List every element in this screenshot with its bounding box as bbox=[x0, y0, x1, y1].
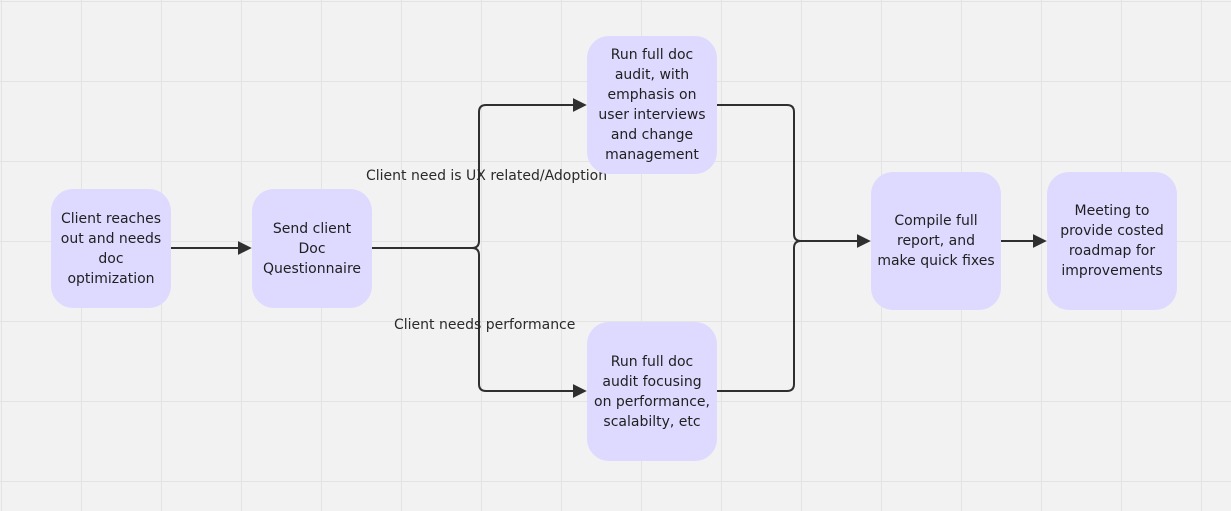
node-label: Run full doc audit, with emphasis on use… bbox=[598, 47, 706, 163]
connector-questionnaire-to-performance-audit bbox=[471, 247, 587, 398]
connector-performance-audit-to-report bbox=[717, 240, 802, 392]
edge-label-ux: Client need is UX related/Adoption bbox=[366, 168, 608, 184]
node-label: Client reaches out and needs doc optimiz… bbox=[60, 210, 162, 287]
node-ux-audit[interactable]: Run full doc audit, with emphasis on use… bbox=[587, 36, 717, 174]
node-client-reaches-out[interactable]: Client reaches out and needs doc optimiz… bbox=[51, 189, 171, 308]
node-send-questionnaire[interactable]: Send client Doc Questionnaire bbox=[252, 189, 372, 308]
node-label: Run full doc audit focusing on performan… bbox=[594, 353, 710, 430]
node-label: Meeting to provide costed roadmap for im… bbox=[1060, 203, 1164, 279]
node-compile-report[interactable]: Compile full report, and make quick fixe… bbox=[871, 172, 1001, 310]
node-roadmap-meeting[interactable]: Meeting to provide costed roadmap for im… bbox=[1047, 172, 1177, 310]
edge-label-performance: Client needs performance bbox=[394, 317, 576, 333]
node-performance-audit[interactable]: Run full doc audit focusing on performan… bbox=[587, 322, 717, 461]
node-label: Send client Doc Questionnaire bbox=[262, 220, 362, 277]
node-label: Compile full report, and make quick fixe… bbox=[877, 213, 995, 269]
connector-ux-audit-to-report bbox=[717, 104, 871, 248]
